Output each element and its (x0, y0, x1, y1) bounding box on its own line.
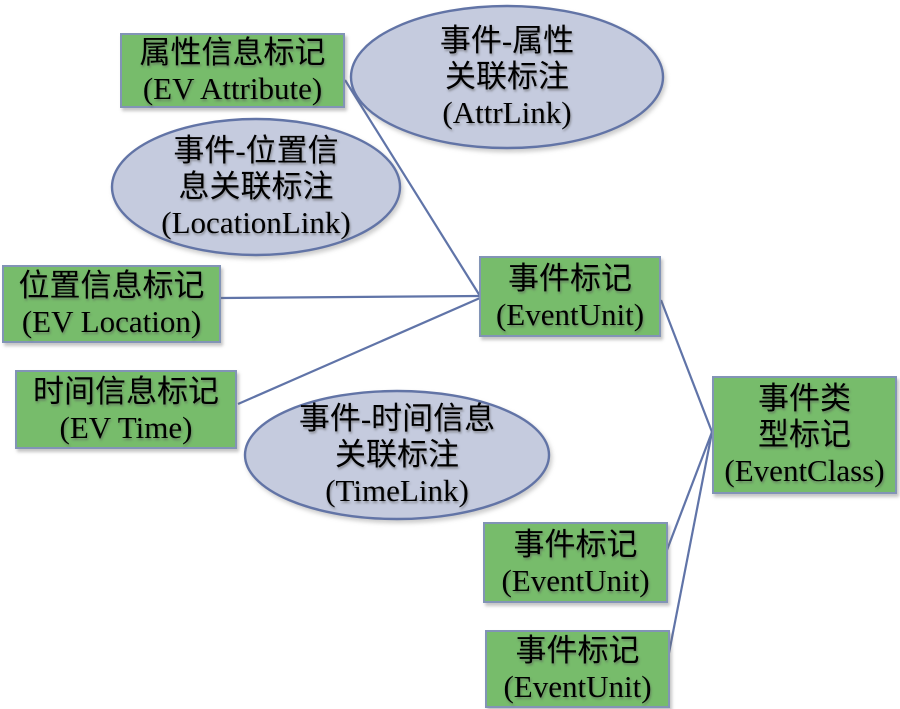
entity-ev-time-label-en: (EV Time) (59, 409, 193, 445)
entity-event-class-label-cn1: 事件类 (758, 381, 851, 416)
entity-ev-attribute: 属性信息标记 (EV Attribute) (120, 33, 345, 108)
edge-evattribute-eventunit (344, 79, 481, 297)
entity-event-class-label-en: (EventClass) (724, 453, 885, 488)
entity-event-unit-bottom1-label-cn: 事件标记 (513, 526, 638, 562)
relation-ellipse-locationlink (110, 117, 402, 257)
entity-event-unit-center: 事件标记 (EventUnit) (479, 256, 661, 337)
edge-evtime-eventunit (237, 296, 481, 406)
entity-event-unit-bottom2-label-cn: 事件标记 (515, 633, 640, 668)
relation-ellipse-timelink (243, 389, 551, 521)
entity-event-class-label-cn2: 型标记 (758, 417, 851, 452)
entity-event-unit-bottom2-label-en: (EventUnit) (503, 669, 652, 704)
entity-event-unit-center-label-cn: 事件标记 (508, 260, 632, 296)
entity-ev-location-label-cn: 位置信息标记 (18, 268, 205, 303)
relation-ellipse-attrlink (349, 4, 665, 150)
edge-eventclass-eventunit2 (667, 431, 714, 654)
edge-eventclass-eventunit1 (665, 431, 714, 551)
entity-ev-time: 时间信息标记 (EV Time) (15, 370, 237, 449)
entity-event-unit-bottom2: 事件标记 (EventUnit) (485, 630, 670, 708)
entity-ev-attribute-label-en: (EV Attribute) (142, 70, 323, 106)
entity-ev-location-label-en: (EV Location) (21, 304, 202, 339)
entity-event-class: 事件类 型标记 (EventClass) (712, 376, 897, 494)
entity-event-unit-center-label-en: (EventUnit) (495, 296, 645, 332)
entity-ev-attribute-label-cn: 属性信息标记 (139, 34, 326, 70)
edge-evlocation-eventunit (220, 294, 481, 300)
entity-ev-time-label-cn: 时间信息标记 (33, 373, 219, 409)
edge-eventunit-eventclass (659, 299, 714, 433)
entity-event-unit-bottom1-label-en: (EventUnit) (501, 562, 650, 598)
entity-ev-location: 位置信息标记 (EV Location) (2, 265, 221, 343)
entity-event-unit-bottom1: 事件标记 (EventUnit) (483, 522, 668, 603)
